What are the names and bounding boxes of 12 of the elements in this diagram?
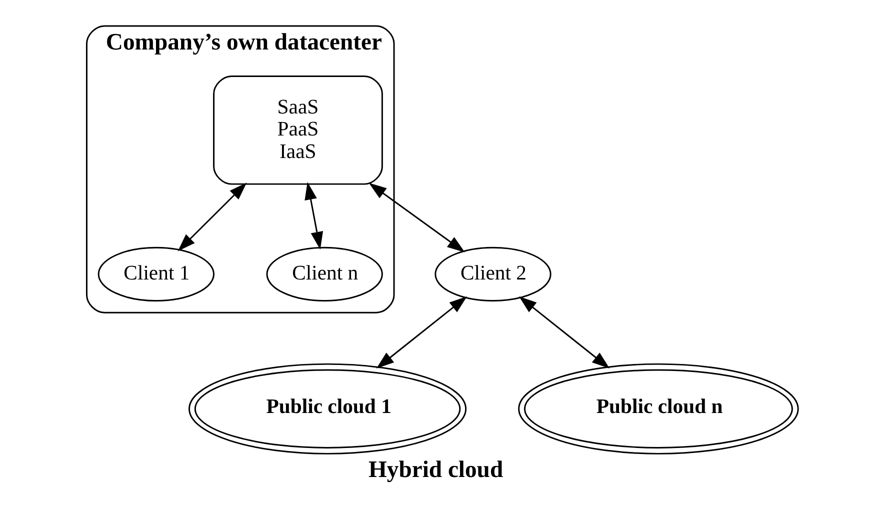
node-ellipse: Public cloud n	[518, 363, 799, 454]
node-box: SaaS PaaS IaaS	[213, 75, 383, 185]
arrow	[518, 296, 610, 369]
arrow	[368, 182, 465, 252]
caption: Hybrid cloud	[368, 456, 504, 483]
node-ellipse: Client 1	[98, 246, 214, 302]
arrow	[376, 296, 468, 369]
arrow	[178, 182, 247, 252]
node-ellipse: Public cloud 1	[188, 363, 467, 454]
arrow	[304, 182, 324, 250]
node-ellipse: Client n	[266, 246, 383, 302]
node-ellipse: Client 2	[434, 246, 552, 302]
